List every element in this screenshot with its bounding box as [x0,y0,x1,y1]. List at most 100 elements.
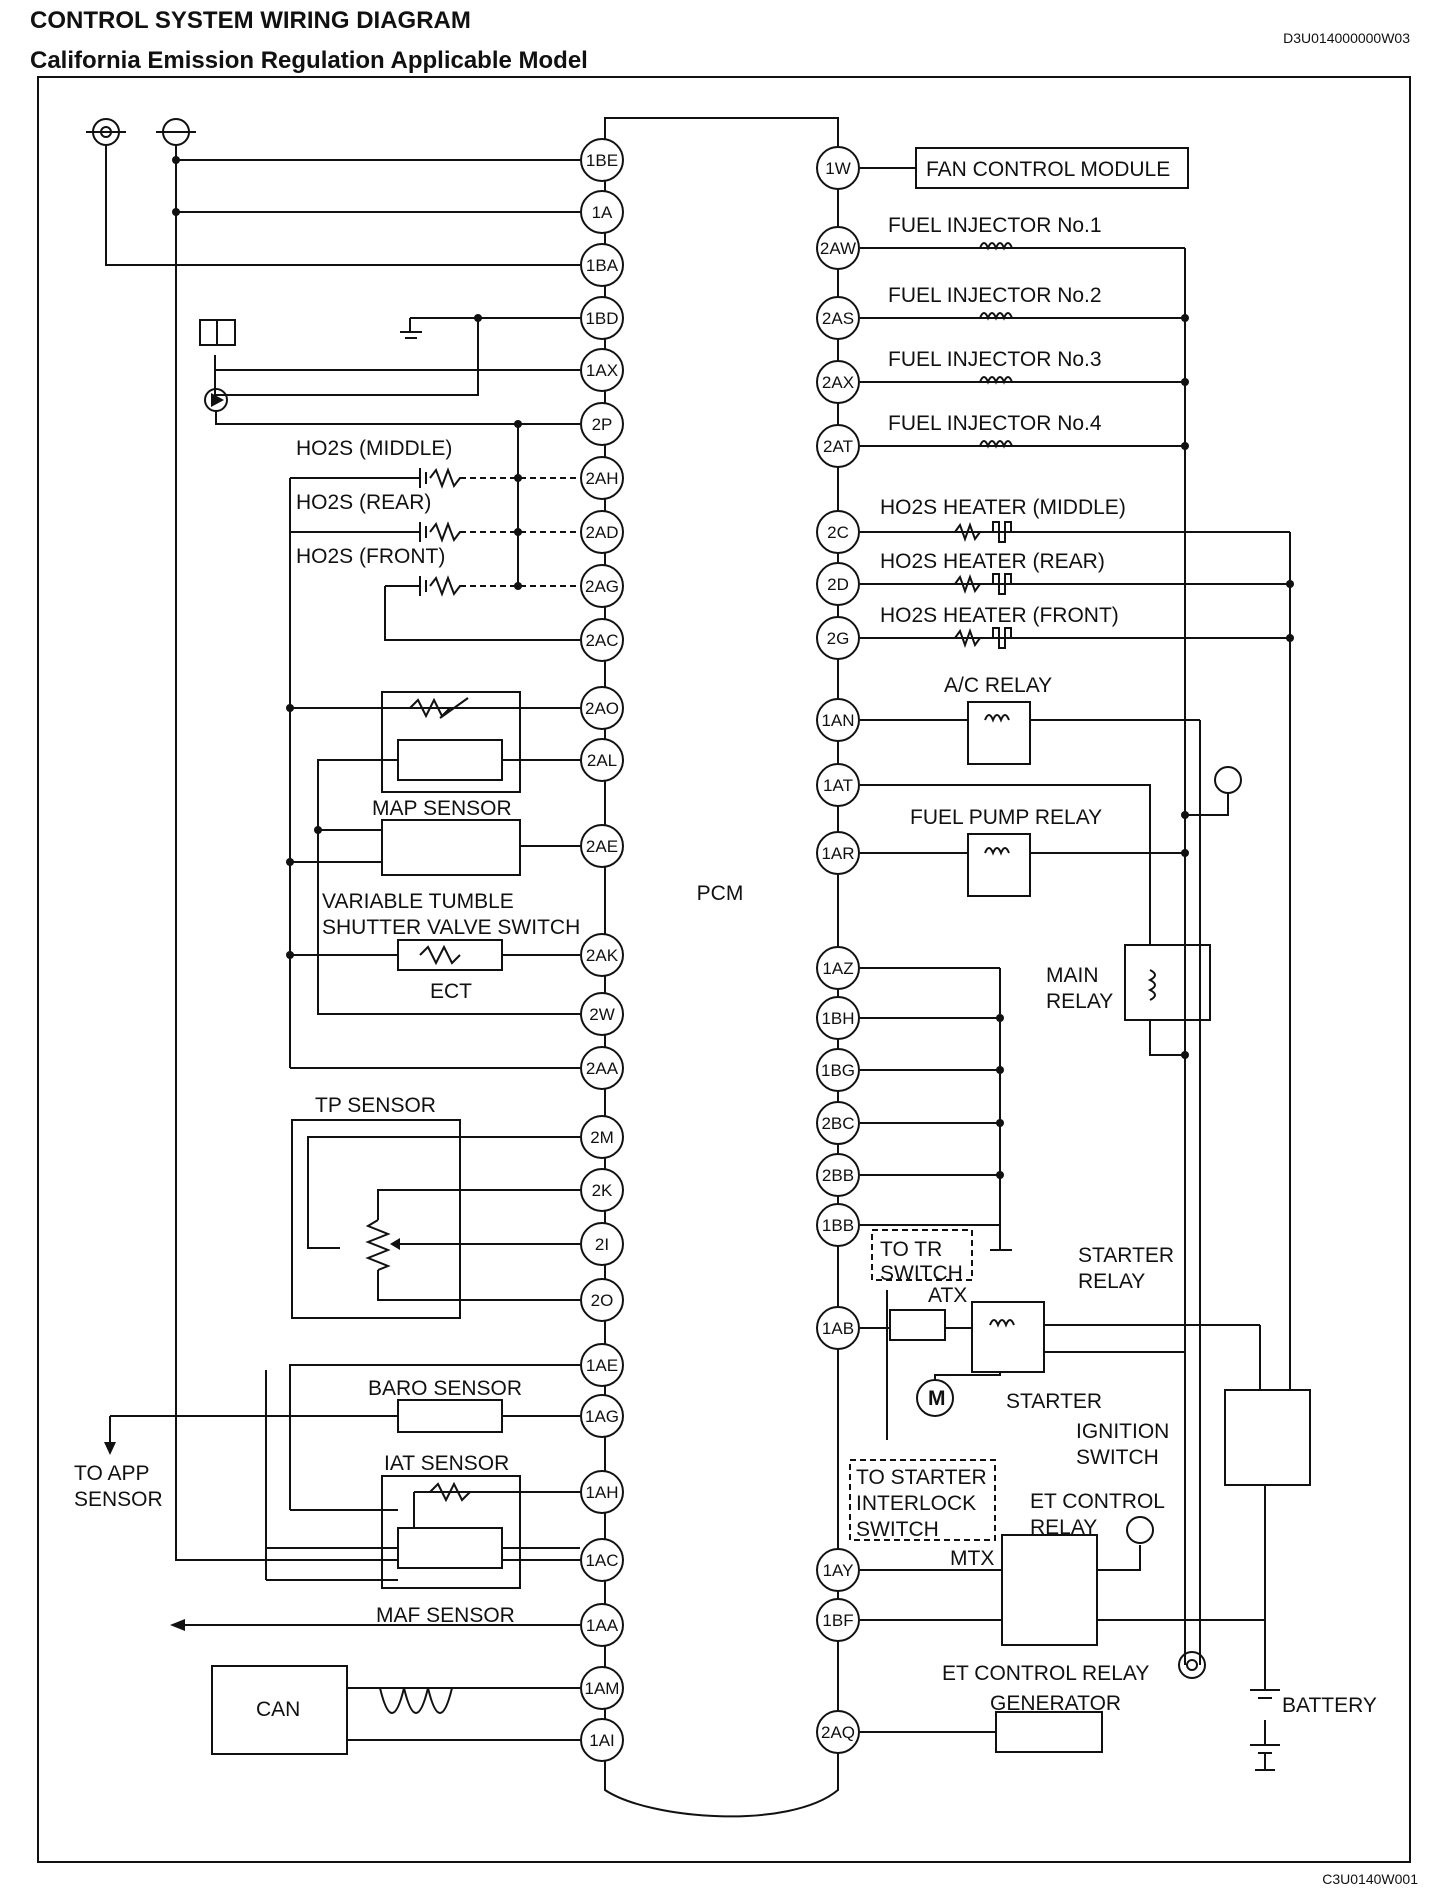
left-pin-circle [580,510,624,554]
ground-circle-icon [86,118,126,146]
left-pin-circle [580,456,624,500]
right-pin-circle [816,424,860,468]
fuel-pump-relay-box [967,833,1031,897]
main-relay-label-line1: MAIN [1046,964,1099,987]
left-pin-label: 1AI [589,1731,615,1750]
right-pin-label: 1BH [821,1009,854,1028]
starter-label: STARTER [1006,1390,1102,1413]
right-pin: 1AB [816,1306,860,1350]
left-pin: 2AL [580,738,624,782]
mtx-label: MTX [950,1547,994,1570]
left-pin-circle [580,138,624,182]
right-pin-circle [816,996,860,1040]
right-pin: 1BB [816,1203,860,1247]
left-pin: 1A [580,190,624,234]
left-pin-circle [580,402,624,446]
left-pin-circle [580,1046,624,1090]
map-sensor-label: MAP SENSOR [372,797,512,820]
right-pin-label: 2AW [820,239,856,258]
right-pin-circle [816,360,860,404]
starter-motor-symbol: M [928,1387,946,1410]
et-control-relay-label-line1: ET CONTROL [1030,1490,1165,1513]
battery-label: BATTERY [1282,1694,1377,1717]
left-pin: 2AK [580,933,624,977]
starter-relay-label-line1: STARTER [1078,1244,1174,1267]
fan-control-module-label: FAN CONTROL MODULE [926,158,1170,181]
to-app-label-line2: SENSOR [74,1488,163,1511]
fan-control-module-box [915,147,1189,189]
left-pin-label: 2AG [585,577,619,596]
ho2s-middle-icon [419,467,466,489]
left-pin-label: 2P [592,415,613,434]
left-pin: 2K [580,1168,624,1212]
to-app-label-line1: TO APP [74,1462,149,1485]
left-pin-label: 1AE [586,1356,618,1375]
right-pin: 1AT [816,763,860,807]
right-pin-label: 1W [825,159,851,178]
right-pin-circle [816,1203,860,1247]
right-pin-label: 2AT [823,437,853,456]
connector-icon [199,319,236,346]
right-pin-circle [816,698,860,742]
left-pin-circle [580,243,624,287]
ect-label: ECT [430,980,472,1003]
tp-sensor-label: TP SENSOR [315,1094,436,1117]
to-starter-label-line2: INTERLOCK [856,1492,976,1515]
ho2s-front-icon [419,575,466,597]
left-pin-circle [580,738,624,782]
right-pin: 2C [816,510,860,554]
left-pin-circle [580,1222,624,1266]
to-starter-interlock-box [849,1459,996,1541]
right-pin-circle [816,616,860,660]
right-pin-label: 1AR [821,844,854,863]
left-pin: 2AD [580,510,624,554]
left-pin: 1AM [580,1666,624,1710]
right-pin-circle [816,763,860,807]
left-pin-circle [580,1603,624,1647]
left-pin-label: 2W [589,1005,615,1024]
left-pin-label: 2I [595,1235,609,1254]
left-pin-label: 1BE [586,151,618,170]
right-pin-label: 2C [827,523,849,542]
right-wiring [849,147,1311,1771]
right-pin-label: 1BG [821,1061,855,1080]
iat-maf-box [381,1475,521,1589]
ground-circle-icon [1126,1516,1154,1544]
left-pin-circle [580,1394,624,1438]
pcm-label: PCM [697,882,744,905]
fuel-injector-3-label: FUEL INJECTOR No.3 [888,348,1102,371]
ho2s-front-label: HO2S (FRONT) [296,545,445,568]
can-label: CAN [256,1698,300,1721]
left-pin: 1AA [580,1603,624,1647]
left-pin: 1AX [580,348,624,392]
fuel-injector-2-label: FUEL INJECTOR No.2 [888,284,1102,307]
diagram-frame [37,76,1411,1863]
left-pin: 1BE [580,138,624,182]
left-pin-label: 2AL [587,751,617,770]
left-pin: 1BA [580,243,624,287]
vts-label-line2: SHUTTER VALVE SWITCH [322,916,580,939]
ect-box [397,939,503,971]
et-control-relay-bottom-label: ET CONTROL RELAY [942,1662,1149,1685]
left-pin-label: 2AK [586,946,619,965]
left-wiring [86,118,580,1755]
right-pin-circle [816,946,860,990]
left-pin: 2AE [580,824,624,868]
tp-potentiometer-icon [365,1219,391,1271]
injector-3-icon [979,376,1013,385]
left-pin: 2W [580,992,624,1036]
right-pin-label: 2BC [821,1114,854,1133]
right-pin: 1BG [816,1048,860,1092]
right-pin-circle [816,146,860,190]
right-pin: 2BB [816,1153,860,1197]
right-pin-label: 1AB [822,1319,854,1338]
et-control-relay-box [1001,1534,1098,1646]
left-pin: 2AO [580,686,624,730]
heater-middle-icon [954,521,1012,543]
right-pin: 2AQ [816,1710,860,1754]
ho2s-rear-label: HO2S (REAR) [296,491,431,514]
left-pin-circle [580,296,624,340]
left-pin: 1AE [580,1343,624,1387]
right-pin-circle [816,1153,860,1197]
right-pin: 2AS [816,296,860,340]
